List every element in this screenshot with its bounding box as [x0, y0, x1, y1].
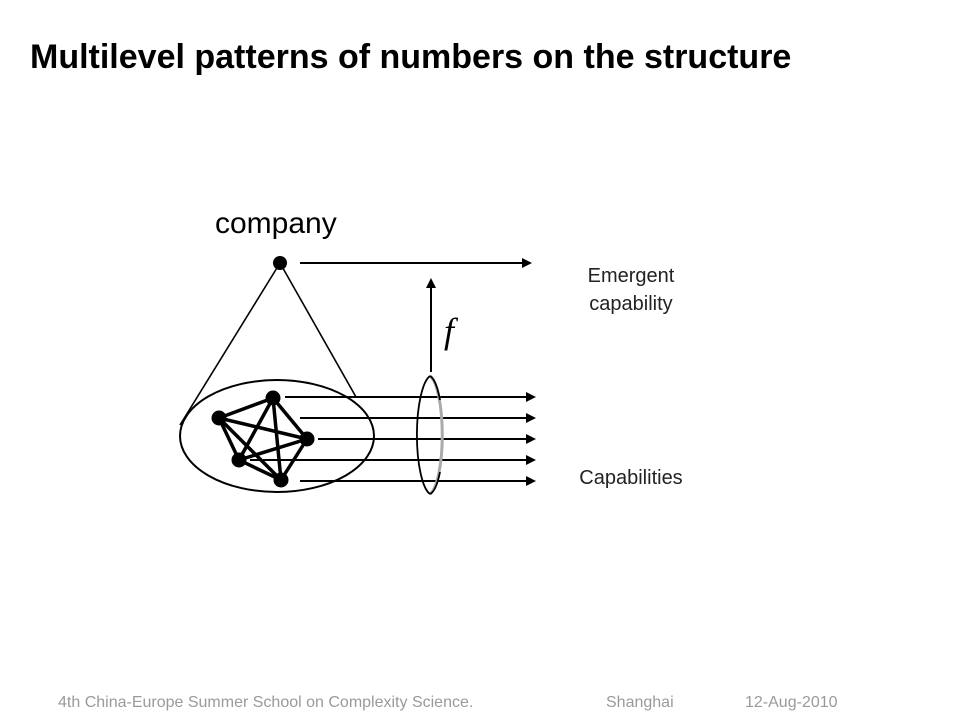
network-edge: [271, 397, 283, 481]
footer-school: 4th China-Europe Summer School on Comple…: [58, 694, 474, 711]
agent-node: [211, 410, 227, 426]
lens-bottom-edge: [429, 471, 441, 495]
capabilities-label: Capabilities: [579, 467, 683, 489]
cone-right-line: [279, 262, 357, 398]
slide-title: Multilevel patterns of numbers on the st…: [30, 38, 792, 76]
network-edge: [271, 396, 309, 441]
lens-back-arc: [428, 374, 444, 496]
network-edge: [238, 437, 308, 462]
network-edge: [237, 397, 275, 461]
network-edge: [217, 417, 241, 461]
lens-front-arc: [416, 375, 431, 495]
network-edge: [217, 416, 283, 482]
lens-top-edge: [429, 375, 441, 401]
emergent-capability-label: Emergent capability: [587, 265, 675, 315]
company-label: company: [215, 207, 337, 240]
agent-node: [299, 431, 315, 447]
slide-footer: 4th China-Europe Summer School on Comple…: [0, 694, 960, 716]
network-edge: [238, 458, 282, 482]
agent-node: [265, 390, 281, 406]
agent-node: [231, 452, 247, 468]
cone-left-line: [179, 262, 281, 426]
footer-city: Shanghai: [606, 694, 674, 711]
function-symbol: f: [444, 311, 459, 351]
organization-ellipse: [179, 379, 375, 493]
agent-node: [273, 472, 289, 488]
network-edge: [218, 416, 308, 441]
footer-date: 12-Aug-2010: [745, 694, 838, 711]
agent-network: [217, 396, 309, 482]
capability-arrows: [250, 392, 536, 486]
network-edge: [218, 396, 274, 420]
company-node: [273, 256, 287, 270]
